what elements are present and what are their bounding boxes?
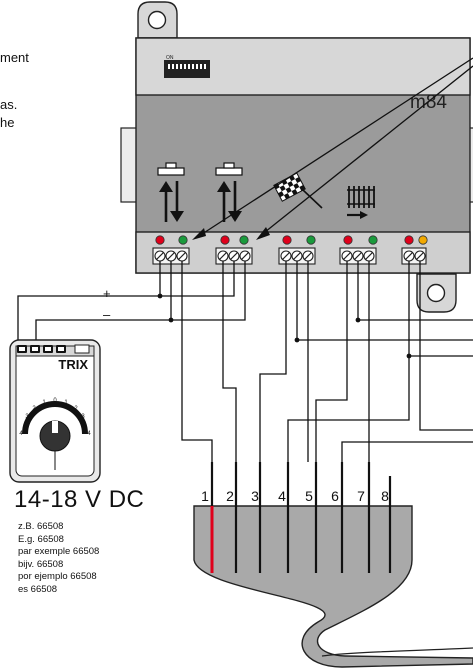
pin-label: 4 [278,488,286,504]
track-uncoupler-icon [347,186,375,219]
pin-label: 3 [251,488,259,504]
mounting-tab-bottom [416,273,457,313]
trix-power-pack [9,339,101,483]
dip-on-label: ON [166,55,174,61]
mounting-tab-top [137,1,178,39]
status-leds [155,235,428,245]
dial-mark: 2 [32,406,36,412]
signal-icon-1 [157,162,185,222]
voltage-label: 14-18 V DC [14,486,145,513]
side-tab-left [120,127,138,203]
wires [17,261,473,462]
dial-mark: 2 [74,406,78,412]
dial-mark: 3 [81,414,85,420]
part-number-notes: z.B. 66508 E.g. 66508 par exemple 66508 … [18,521,99,596]
part-note: E.g. 66508 [18,533,64,545]
dip-switch [164,60,210,78]
signal-icon-2 [215,162,243,222]
part-note: z.B. 66508 [18,521,64,532]
part-note: par exemple 66508 [18,546,100,557]
part-note: por ejemplo 66508 [18,571,97,582]
text-fragment-as: as. [0,97,18,112]
dial-mark: 4 [19,431,23,437]
cable-pin-labels: 1 2 3 4 5 6 7 8 [201,488,389,504]
text-fragment-he: he [0,115,15,130]
checkered-flag-icon [273,172,323,209]
pin-label: 2 [226,488,234,504]
m84-module [135,37,471,274]
trix-brand-label: TRIX [58,357,88,372]
pin-label: 1 [201,488,209,504]
polarity-plus-label: + [103,286,111,301]
dial-mark: 1 [42,400,46,406]
dial-mark: 4 [87,431,91,437]
pin-label: 6 [331,488,339,504]
polarity-minus-label: – [103,307,111,322]
pin-label: 7 [357,488,365,504]
dial-mark: 1 [64,400,68,406]
pointer-arrows [192,57,473,240]
wire-junctions [157,293,412,359]
pin-label: 8 [381,488,389,504]
module-label: m84 [410,92,447,113]
dial-mark: 3 [25,414,29,420]
part-note: bijv. 66508 [18,558,64,570]
dial-mark: 0 [53,398,57,404]
part-note: es 66508 [18,583,58,595]
terminal-blocks [152,247,427,265]
text-fragment-ment: ment [0,50,29,65]
ribbon-cable [193,462,473,668]
pin-label: 5 [305,488,313,504]
